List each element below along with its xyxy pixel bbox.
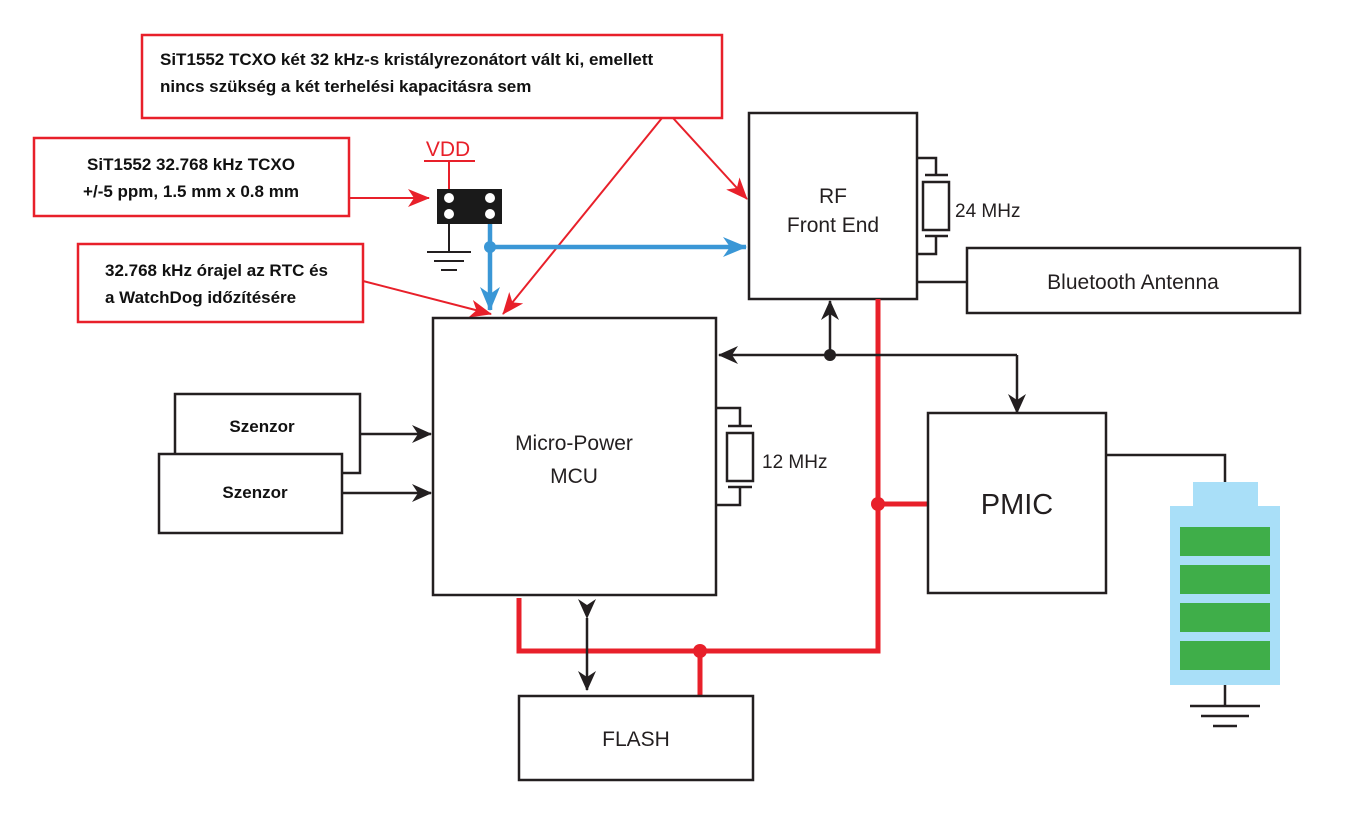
bluetooth-antenna-block: Bluetooth Antenna xyxy=(917,246,1302,315)
battery-cell xyxy=(1180,641,1270,670)
callout-arrow-top-mcu xyxy=(502,117,663,315)
rf-label-line1: RF xyxy=(819,185,847,208)
flash-block: FLASH xyxy=(517,694,755,782)
mcu-crystal-label: 12 MHz xyxy=(762,452,827,473)
power-rail xyxy=(516,299,930,696)
callout-arrow-top-rf xyxy=(672,117,748,200)
callout-tcxo-line1: SiT1552 32.768 kHz TCXO xyxy=(87,155,295,174)
sensor-front-label: Szenzor xyxy=(222,483,288,502)
pmic-battery-wire xyxy=(1106,453,1227,482)
tcxo-ground-icon xyxy=(427,224,471,271)
flash-label: FLASH xyxy=(602,728,670,751)
clock-signal-32khz xyxy=(480,224,747,311)
rf-front-end-block: RF Front End xyxy=(747,111,919,301)
callout-clock: 32.768 kHz órajel az RTC és a WatchDog i… xyxy=(76,242,365,324)
bluetooth-antenna-label: Bluetooth Antenna xyxy=(1047,271,1219,294)
rf-label-line2: Front End xyxy=(787,214,879,237)
callout-top: SiT1552 TCXO két 32 kHz-s kristályrezoná… xyxy=(140,33,724,120)
mcu-label-line1: Micro-Power xyxy=(515,432,633,455)
battery-icon xyxy=(1170,482,1280,685)
battery-cell xyxy=(1180,565,1270,594)
callout-top-line1: SiT1552 TCXO két 32 kHz-s kristályrezoná… xyxy=(160,50,654,69)
mcu-crystal-icon: 12 MHz xyxy=(716,406,827,507)
callout-tcxo: SiT1552 32.768 kHz TCXO +/-5 ppm, 1.5 mm… xyxy=(32,136,351,218)
tcxo-chip-icon xyxy=(437,189,502,224)
callout-arrow-clock xyxy=(362,280,492,318)
pmic-block: PMIC xyxy=(926,411,1108,595)
rf-crystal-label: 24 MHz xyxy=(955,201,1020,222)
vdd-label: VDD xyxy=(426,138,470,161)
mcu-label-line2: MCU xyxy=(550,465,598,488)
callout-clock-line2: a WatchDog időzítésére xyxy=(105,288,296,307)
callout-tcxo-line2: +/-5 ppm, 1.5 mm x 0.8 mm xyxy=(83,182,299,201)
battery-cell xyxy=(1180,603,1270,632)
control-bus xyxy=(718,300,1026,414)
pmic-label: PMIC xyxy=(981,489,1054,521)
callout-top-line2: nincs szükség a két terhelési kapacitásr… xyxy=(160,77,531,96)
callout-clock-line1: 32.768 kHz órajel az RTC és xyxy=(105,261,328,280)
battery-cell xyxy=(1180,527,1270,556)
battery-ground-icon xyxy=(1190,685,1260,728)
mcu-block: Micro-Power MCU xyxy=(431,316,718,597)
vdd-supply: VDD xyxy=(424,138,475,189)
battery-cells xyxy=(1180,527,1270,670)
sensor-block-front: Szenzor xyxy=(157,452,344,535)
sensor-back-label: Szenzor xyxy=(229,417,295,436)
rf-crystal-icon: 24 MHz xyxy=(917,156,1020,256)
